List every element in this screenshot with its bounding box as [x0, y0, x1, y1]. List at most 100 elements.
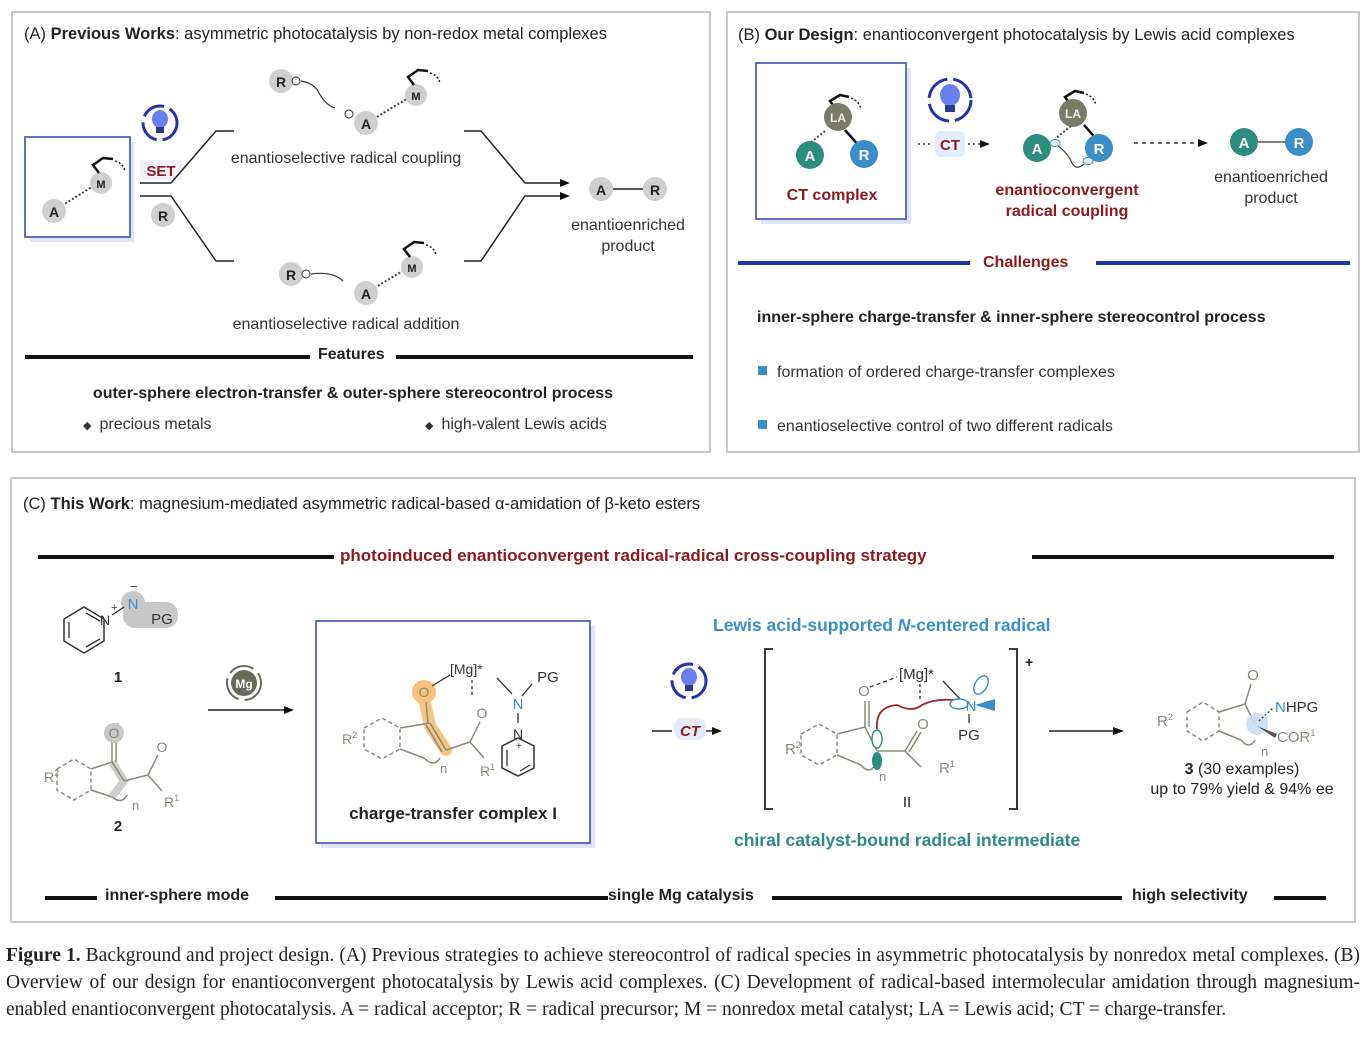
challenges-bullet-1: formation of ordered charge-transfer com…	[758, 364, 1115, 382]
product-label-line1: enantioenriched	[571, 217, 685, 234]
square-bullet-icon	[758, 366, 767, 375]
svg-text:M: M	[411, 91, 420, 103]
upper-merge-line	[464, 130, 560, 184]
arrow-head	[1198, 139, 1208, 147]
svg-text:A: A	[1239, 135, 1250, 152]
svg-text:A: A	[805, 148, 816, 165]
challenges-summary: inner-sphere charge-transfer & inner-sph…	[757, 309, 1266, 326]
features-rule-right	[396, 355, 693, 359]
ct-complex-structure: O [Mg]* O N PG N + R2 n R1	[342, 661, 559, 779]
top-path-label: enantioselective radical coupling	[231, 150, 461, 167]
features-heading: Features	[318, 346, 385, 363]
product-label: 3 (30 examples)	[1184, 761, 1300, 778]
lower-merge-line	[464, 195, 560, 262]
svg-text:A: A	[361, 286, 371, 302]
svg-text:[Mg]*: [Mg]*	[450, 661, 483, 677]
svg-text:N: N	[513, 696, 524, 713]
caption-text: Background and project design. (A) Previ…	[6, 945, 1360, 1020]
features-bullet-1: ◆precious metals	[83, 416, 212, 433]
square-bullet-icon	[758, 420, 767, 429]
light-bulb-icon	[927, 77, 973, 123]
product-3-structure: O NHPG COR1 R2 n	[1157, 667, 1318, 759]
ct-complex-box-graphic: O [Mg]* O N PG N + R2 n R1 charge-transf…	[315, 620, 595, 848]
svg-text:O: O	[917, 716, 929, 733]
svg-text:R: R	[1294, 135, 1305, 152]
compound-1-label: 1	[114, 669, 122, 686]
footer-item-single-mg: single Mg catalysis	[608, 887, 754, 904]
left-bracket	[764, 648, 773, 810]
set-label: SET	[146, 163, 175, 180]
compound-2-label: 2	[114, 818, 122, 835]
mg-catalyst-icon: Mg	[226, 665, 262, 701]
nitrogen-radical-orbital: N	[949, 675, 995, 715]
n-radical-heading: Lewis acid-supported N-centered radical	[713, 615, 1051, 635]
panel-a-title-bold: Previous Works	[50, 25, 176, 43]
radical-label: R	[158, 208, 168, 224]
radical-pair-illustration: LA A R	[1023, 89, 1113, 168]
radical-circle	[151, 203, 175, 227]
svg-text:R2: R2	[785, 740, 801, 758]
compound-1-structure: N + N − PG	[63, 579, 178, 654]
arrow-head	[980, 140, 990, 148]
reaction-scheme: N + N − PG 1 + O O R2 n R1 2	[44, 579, 294, 835]
r1-label: R1	[164, 793, 179, 810]
svg-text:R: R	[859, 147, 870, 164]
svg-text:O: O	[858, 683, 870, 700]
intermediate-caption: chiral catalyst-bound radical intermedia…	[734, 830, 1081, 850]
panel-a: (A) Previous Works: asymmetric photocata…	[11, 11, 711, 453]
challenges-heading: Challenges	[983, 254, 1069, 271]
svg-text:+: +	[111, 602, 117, 614]
ct-complex-caption: charge-transfer complex I	[349, 804, 557, 823]
svg-text:n: n	[879, 769, 886, 784]
product-label-line1: enantioenriched	[1214, 169, 1328, 186]
ct-step: CT	[652, 662, 722, 740]
svg-text:R: R	[1094, 141, 1105, 158]
cor1-label: COR1	[1277, 728, 1315, 746]
ligand-icon	[91, 156, 114, 174]
svg-text:O: O	[1247, 667, 1259, 684]
features-summary: outer-sphere electron-transfer & outer-s…	[92, 385, 614, 402]
svg-text:Mg: Mg	[235, 677, 252, 691]
panel-c-title: (C) This Work: magnesium-mediated asymme…	[23, 495, 701, 513]
arrow-head	[560, 179, 570, 187]
svg-text:N: N	[100, 612, 110, 628]
panel-b-scheme: LA A R CT complex CT LA A R	[755, 62, 1328, 224]
svg-text:R: R	[276, 74, 286, 90]
metal-circle	[90, 172, 112, 194]
product-arrow	[1049, 727, 1124, 735]
svg-text:R: R	[650, 182, 660, 198]
product-yield: up to 79% yield & 94% ee	[1150, 781, 1334, 798]
product-ar: A R	[1230, 128, 1313, 156]
svg-text:A: A	[1032, 141, 1043, 158]
svg-text:A: A	[596, 182, 606, 198]
addition-illustration: R A M	[279, 240, 437, 305]
svg-text:M: M	[407, 263, 416, 275]
svg-text:O: O	[419, 684, 430, 700]
figure-label: Figure 1.	[6, 945, 81, 966]
svg-text:N: N	[513, 726, 523, 742]
svg-text:R: R	[286, 267, 296, 283]
arrow-head	[560, 192, 570, 200]
panel-a-label: (A)	[24, 25, 46, 43]
strategy-rule-right	[1032, 555, 1334, 559]
svg-text:n: n	[132, 798, 139, 813]
footer-item-inner-sphere: inner-sphere mode	[105, 887, 250, 904]
svg-text:LA: LA	[830, 111, 846, 125]
footer-item-selectivity: high selectivity	[1132, 887, 1248, 904]
svg-text:+: +	[516, 741, 522, 752]
svg-text:PG: PG	[537, 669, 559, 686]
panel-a-title-rest: : asymmetric photocatalysis by non-redox…	[175, 25, 607, 43]
svg-text:PG: PG	[151, 611, 173, 628]
acceptor-circle	[42, 199, 66, 223]
ct-complex-box	[755, 62, 907, 220]
features-bullet-2: ◆high-valent Lewis acids	[425, 416, 607, 433]
svg-text:−: −	[130, 579, 138, 594]
arrow-head	[284, 706, 294, 714]
intermediate-label: II	[903, 794, 911, 811]
svg-text:N: N	[966, 698, 977, 715]
svg-text:O: O	[477, 705, 488, 721]
compound-2-structure	[56, 739, 163, 802]
svg-text:n: n	[1261, 744, 1268, 759]
arrow-head	[712, 727, 722, 735]
radical-coupling-arrow	[875, 698, 963, 730]
